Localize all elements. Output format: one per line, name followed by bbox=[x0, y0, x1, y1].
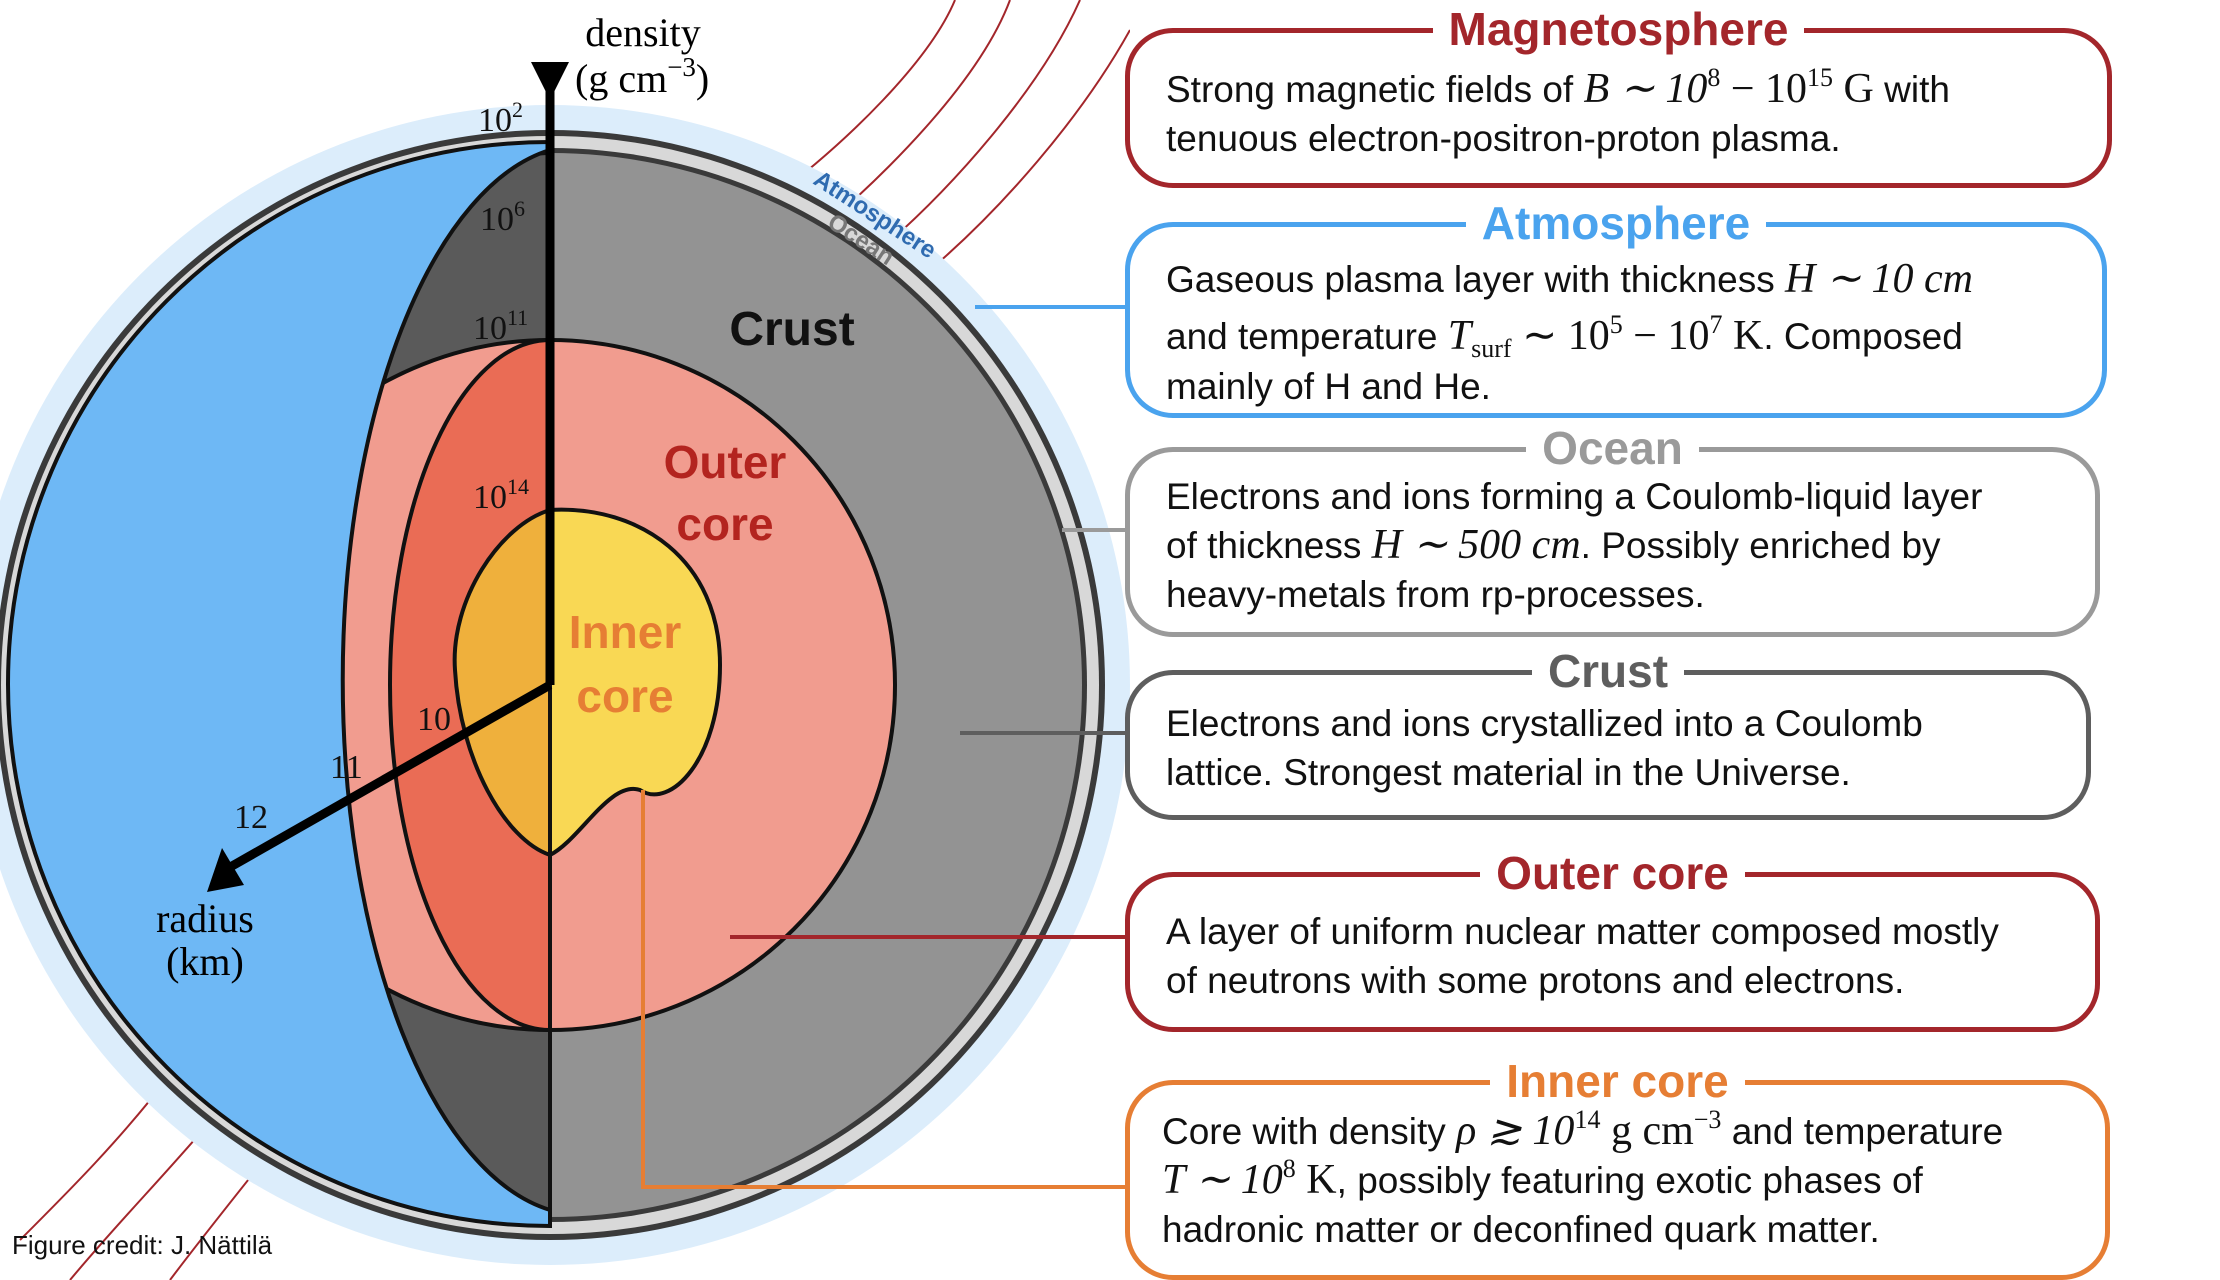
magnetosphere-line-2: tenuous electron-positron-proton plasma. bbox=[1166, 118, 1841, 159]
outer-core-label-2: core bbox=[676, 498, 773, 550]
density-tick-1: 102 bbox=[478, 97, 523, 139]
atmosphere-title: Atmosphere bbox=[1465, 197, 1767, 249]
radius-tick-10: 10 bbox=[417, 701, 451, 738]
neutron-star-diagram: density (g cm−3) radius (km) 102 106 101… bbox=[0, 0, 1130, 1280]
inner-core-cut-face bbox=[452, 507, 552, 858]
inner-core-label-2: core bbox=[576, 670, 673, 722]
crust-title: Crust bbox=[1531, 645, 1685, 697]
density-axis-label: density bbox=[585, 10, 701, 55]
radius-axis bbox=[207, 681, 553, 892]
atmosphere-line-2: and temperature Tsurf ∼ 105 − 107 K. Com… bbox=[1166, 310, 1963, 363]
magnetosphere-card: Magnetosphere Strong magnetic fields of … bbox=[1125, 3, 2112, 188]
atmosphere-line-1: Gaseous plasma layer with thickness H ∼ … bbox=[1166, 256, 1973, 302]
density-tick-2: 106 bbox=[480, 196, 525, 238]
ocean-title: Ocean bbox=[1526, 422, 1699, 474]
inner-core-card: Inner core Core with density ρ ≳ 1014 g … bbox=[1125, 1055, 2110, 1280]
radius-tick-12: 12 bbox=[234, 799, 268, 836]
outer-core-line-1: A layer of uniform nuclear matter compos… bbox=[1166, 911, 1999, 952]
inner-core-line-2: T ∼ 108 K, possibly featuring exotic pha… bbox=[1162, 1154, 1923, 1204]
outer-core-line-2: of neutrons with some protons and electr… bbox=[1166, 960, 1905, 1001]
crust-label: Crust bbox=[729, 303, 854, 356]
crust-line-1: Electrons and ions crystallized into a C… bbox=[1166, 703, 1923, 744]
magnetosphere-title: Magnetosphere bbox=[1432, 3, 1805, 55]
crust-card: Crust Electrons and ions crystallized in… bbox=[1125, 645, 2091, 820]
atmosphere-line-3: mainly of H and He. bbox=[1166, 366, 1491, 407]
radius-axis-unit: (km) bbox=[166, 939, 244, 984]
ocean-line-3: heavy-metals from rp-processes. bbox=[1166, 574, 1705, 615]
radius-tick-11: 11 bbox=[330, 749, 363, 786]
atmosphere-card: Atmosphere Gaseous plasma layer with thi… bbox=[1125, 197, 2107, 418]
star-surface bbox=[6, 139, 552, 1229]
density-tick-labels: 102 106 1011 1014 bbox=[473, 97, 529, 516]
inner-core-line-3: hadronic matter or deconfined quark matt… bbox=[1162, 1209, 1880, 1250]
ocean-card: Ocean Electrons and ions forming a Coulo… bbox=[1125, 422, 2100, 637]
density-tick-4: 1014 bbox=[473, 474, 529, 516]
radius-axis-label: radius bbox=[156, 896, 254, 941]
outer-core-card: Outer core A layer of uniform nuclear ma… bbox=[1125, 847, 2100, 1032]
magnetosphere-line-1: Strong magnetic fields of B ∼ 108 − 1015… bbox=[1166, 63, 1950, 113]
density-axis bbox=[531, 62, 569, 685]
figure-credit: Figure credit: J. Nättilä bbox=[12, 1230, 273, 1260]
connector-lines bbox=[641, 305, 1125, 1189]
radius-tick-labels: 10 11 12 bbox=[234, 701, 451, 836]
inner-core-title: Inner core bbox=[1490, 1055, 1745, 1107]
outer-core-title: Outer core bbox=[1480, 847, 1745, 899]
outer-core-label-1: Outer bbox=[664, 436, 787, 488]
crust-line-2: lattice. Strongest material in the Unive… bbox=[1166, 752, 1851, 793]
inner-core-line-1: Core with density ρ ≳ 1014 g cm−3 and te… bbox=[1162, 1105, 2004, 1155]
density-axis-unit: (g cm−3) bbox=[575, 52, 709, 101]
ocean-line-2: of thickness H ∼ 500 cm. Possibly enrich… bbox=[1166, 522, 1941, 568]
inner-core-layer bbox=[548, 507, 723, 859]
density-tick-3: 1011 bbox=[473, 305, 528, 347]
ocean-line-1: Electrons and ions forming a Coulomb-liq… bbox=[1166, 476, 1983, 517]
inner-core-label-1: Inner bbox=[569, 606, 682, 658]
